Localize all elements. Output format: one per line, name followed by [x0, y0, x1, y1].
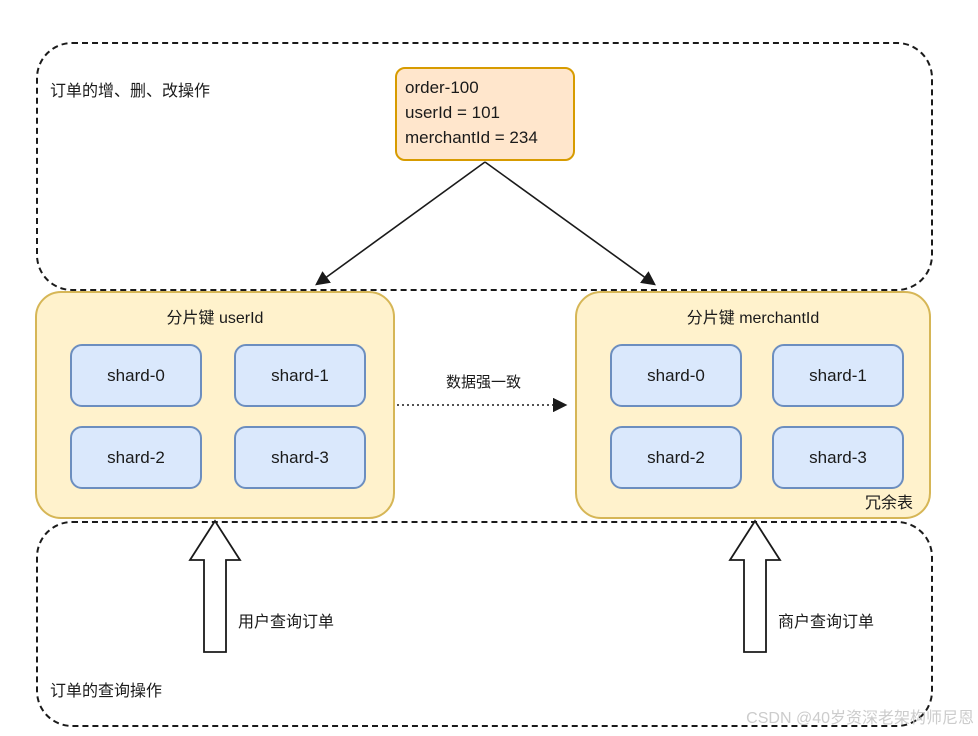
userid-shard-group-title: 分片键 userId: [166, 310, 264, 327]
merchant-query-label: 商户查询订单: [778, 614, 875, 631]
query-ops-region: 订单的查询操作: [36, 521, 933, 727]
shard-box: shard-1: [772, 344, 904, 407]
write-ops-label: 订单的增、删、改操作: [50, 83, 211, 100]
order-record-line: merchantId = 234: [405, 128, 538, 147]
shard-box: shard-0: [610, 344, 742, 407]
shard-box: shard-1: [234, 344, 366, 407]
shard-box: shard-0: [70, 344, 202, 407]
order-record-box: order-100 userId = 101 merchantId = 234: [395, 67, 575, 161]
shard-box: shard-2: [70, 426, 202, 489]
strong-consistency-label: 数据强一致: [445, 374, 521, 391]
merchantid-shard-group-title: 分片键 merchantId: [686, 310, 820, 327]
user-query-label: 用户查询订单: [238, 614, 335, 631]
shard-box: shard-2: [610, 426, 742, 489]
watermark: CSDN @40岁资深老架构师尼恩: [746, 710, 974, 727]
shard-box: shard-3: [234, 426, 366, 489]
redundant-table-badge: 冗余表: [864, 495, 913, 512]
userid-shard-group: 分片键 userId shard-0 shard-1 shard-2 shard…: [35, 291, 395, 519]
shard-box: shard-3: [772, 426, 904, 489]
merchantid-shard-group: 分片键 merchantId shard-0 shard-1 shard-2 s…: [575, 291, 931, 519]
order-record-line: order-100: [405, 78, 479, 97]
order-record-line: userId = 101: [405, 103, 500, 122]
query-ops-label: 订单的查询操作: [50, 683, 163, 700]
write-ops-region: 订单的增、删、改操作: [36, 42, 933, 291]
